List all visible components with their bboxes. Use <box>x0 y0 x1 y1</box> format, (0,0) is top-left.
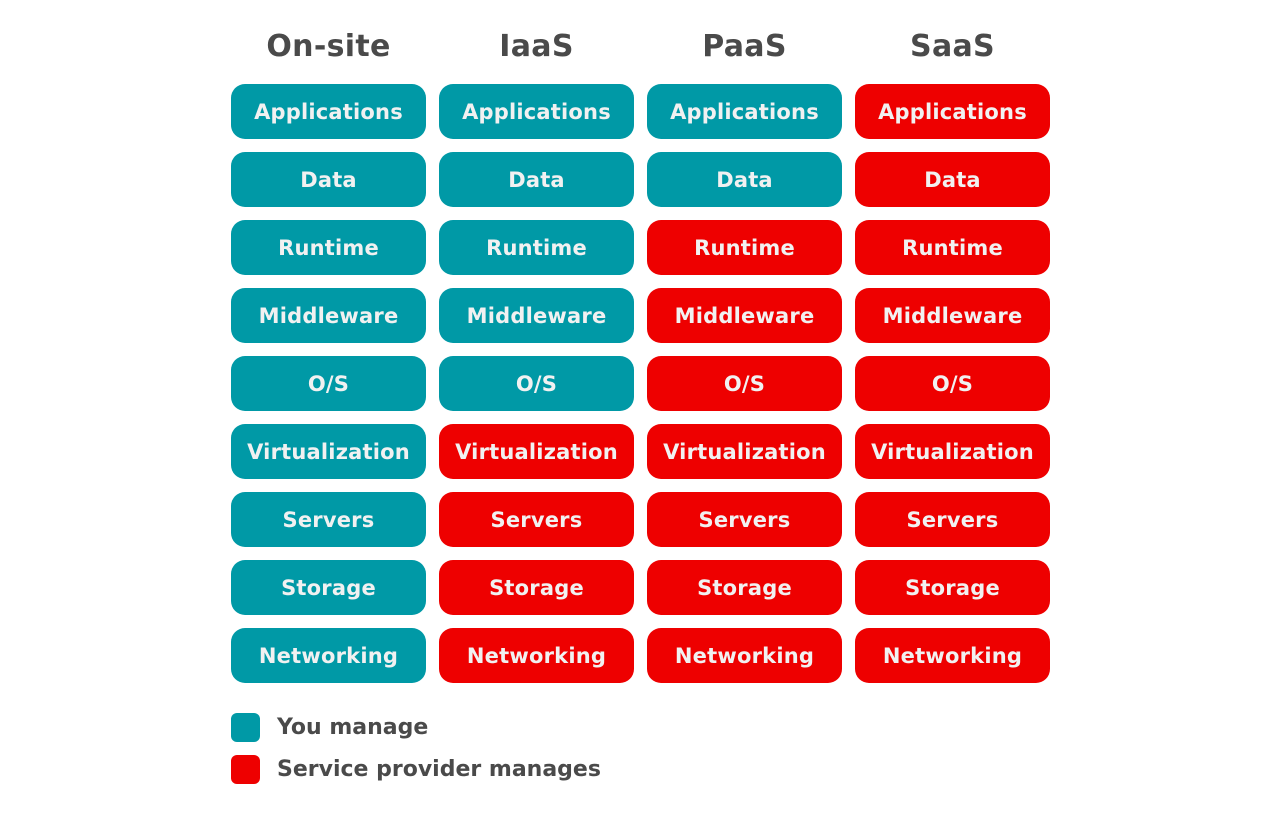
layer-data: Data <box>647 152 842 207</box>
layer-storage: Storage <box>855 560 1050 615</box>
layer-middleware: Middleware <box>855 288 1050 343</box>
column-title: PaaS <box>702 28 787 64</box>
layer-runtime: Runtime <box>855 220 1050 275</box>
layer-virtualization: Virtualization <box>231 424 426 479</box>
layer-data: Data <box>439 152 634 207</box>
layer-middleware: Middleware <box>439 288 634 343</box>
layer-storage: Storage <box>231 560 426 615</box>
layer-applications: Applications <box>855 84 1050 139</box>
layer-os: O/S <box>231 356 426 411</box>
column-paas: PaaS Applications Data Runtime Middlewar… <box>647 22 842 696</box>
legend-item-provider-manages: Service provider manages <box>231 754 601 784</box>
layer-networking: Networking <box>439 628 634 683</box>
service-model-grid: On-site Applications Data Runtime Middle… <box>231 22 1050 696</box>
layer-networking: Networking <box>647 628 842 683</box>
layer-runtime: Runtime <box>647 220 842 275</box>
layer-applications: Applications <box>439 84 634 139</box>
layer-networking: Networking <box>855 628 1050 683</box>
layer-servers: Servers <box>647 492 842 547</box>
column-title: On-site <box>266 28 391 64</box>
legend-item-you-manage: You manage <box>231 712 601 742</box>
legend-label: You manage <box>277 714 429 740</box>
column-title: IaaS <box>499 28 574 64</box>
layer-applications: Applications <box>647 84 842 139</box>
layer-runtime: Runtime <box>439 220 634 275</box>
layer-virtualization: Virtualization <box>855 424 1050 479</box>
layer-middleware: Middleware <box>231 288 426 343</box>
legend: You manage Service provider manages <box>231 712 601 796</box>
layer-runtime: Runtime <box>231 220 426 275</box>
layer-virtualization: Virtualization <box>647 424 842 479</box>
layer-servers: Servers <box>855 492 1050 547</box>
layer-networking: Networking <box>231 628 426 683</box>
column-saas: SaaS Applications Data Runtime Middlewar… <box>855 22 1050 696</box>
layer-os: O/S <box>439 356 634 411</box>
layer-servers: Servers <box>439 492 634 547</box>
layer-applications: Applications <box>231 84 426 139</box>
layer-data: Data <box>855 152 1050 207</box>
column-title: SaaS <box>910 28 995 64</box>
legend-swatch-provider-manages <box>231 754 260 784</box>
legend-label: Service provider manages <box>277 756 601 782</box>
layer-storage: Storage <box>439 560 634 615</box>
layer-middleware: Middleware <box>647 288 842 343</box>
layer-os: O/S <box>647 356 842 411</box>
layer-data: Data <box>231 152 426 207</box>
column-iaas: IaaS Applications Data Runtime Middlewar… <box>439 22 634 696</box>
layer-servers: Servers <box>231 492 426 547</box>
layer-storage: Storage <box>647 560 842 615</box>
layer-virtualization: Virtualization <box>439 424 634 479</box>
legend-swatch-you-manage <box>231 712 260 742</box>
column-on-site: On-site Applications Data Runtime Middle… <box>231 22 426 696</box>
layer-os: O/S <box>855 356 1050 411</box>
